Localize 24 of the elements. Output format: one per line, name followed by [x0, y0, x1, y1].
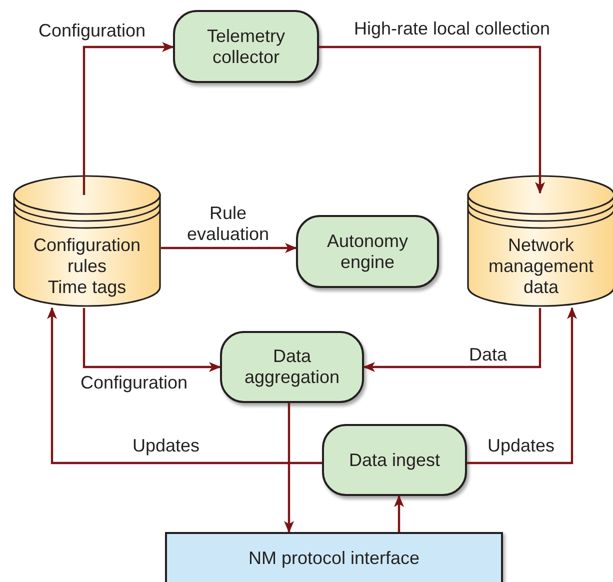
arrow: [363, 308, 542, 372]
node-label: Data aggregation: [244, 346, 340, 388]
node-label: Data ingest: [348, 450, 440, 470]
database-cylinder: [467, 175, 613, 308]
arrow: [319, 46, 545, 194]
interface-box: [165, 532, 503, 582]
arrow: [47, 307, 322, 464]
arrow: [82, 308, 221, 372]
database-cylinder: [13, 175, 161, 308]
process-box: [173, 10, 319, 83]
node-label: Autonomy engine: [326, 230, 410, 272]
arrow: [394, 495, 404, 532]
arrow: [161, 243, 297, 253]
node-label: Telemetry collector: [206, 26, 286, 68]
arrow: [82, 42, 174, 195]
node-label: Time tags: [48, 277, 126, 298]
node-label: NM protocol interface: [248, 548, 420, 568]
process-box: [220, 331, 364, 403]
process-box: [322, 424, 467, 496]
node-label: Configuration rules: [32, 235, 142, 277]
arrow: [467, 307, 577, 464]
node-label: Network management data: [487, 235, 595, 298]
arrow: [284, 403, 294, 533]
process-box: [296, 215, 439, 288]
